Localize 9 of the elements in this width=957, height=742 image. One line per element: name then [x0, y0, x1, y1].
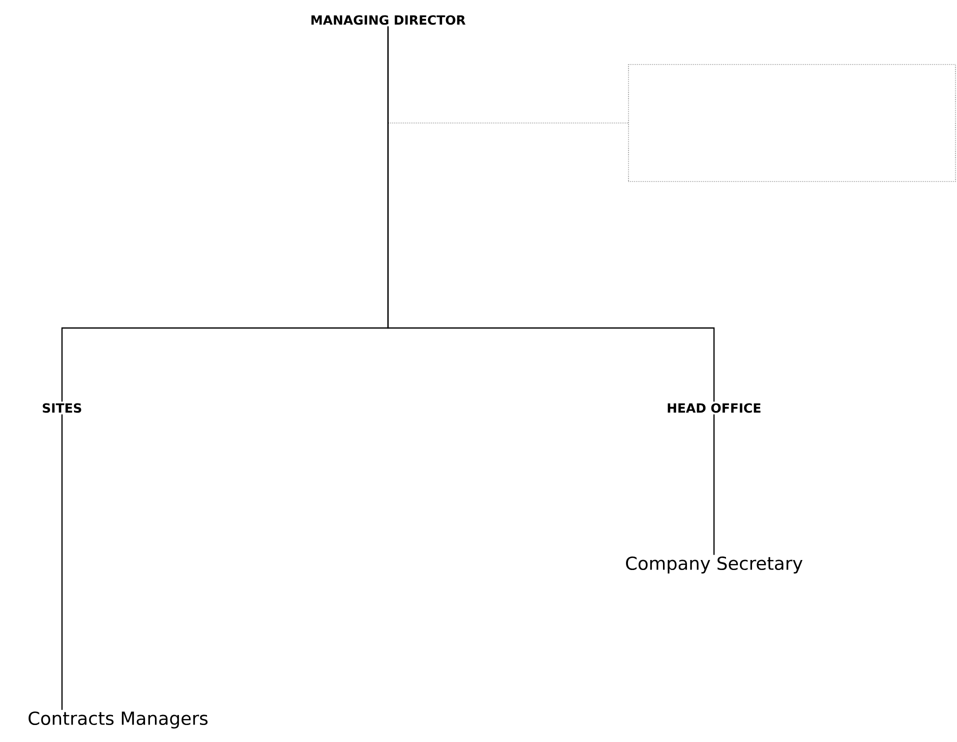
role-label: Company Secretary [626, 556, 802, 574]
heading-label: MANAGING DIRECTOR [311, 15, 466, 25]
connector-line [713, 414, 715, 555]
role-label: Contracts Managers [28, 711, 208, 729]
connector-line [387, 26, 715, 402]
dotted-box [628, 64, 956, 182]
connector-line [61, 414, 63, 710]
heading-label: SITES [42, 403, 82, 413]
heading-label: HEAD OFFICE [668, 403, 760, 413]
